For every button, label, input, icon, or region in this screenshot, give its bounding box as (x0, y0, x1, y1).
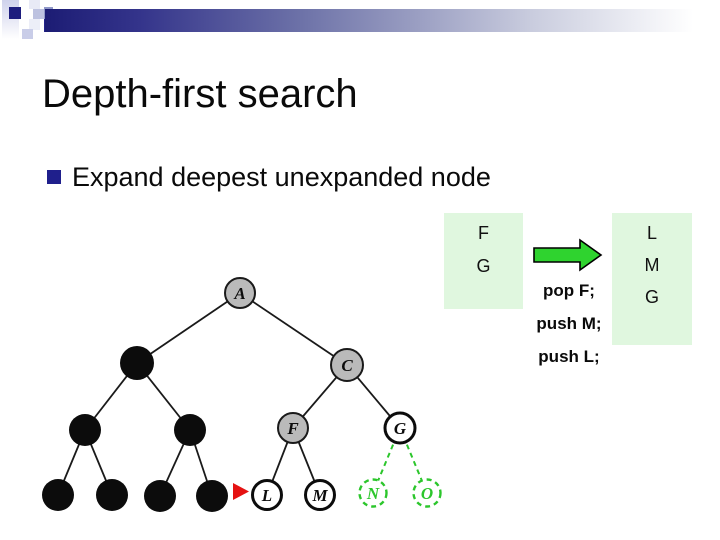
stack-operation: push L; (538, 347, 600, 366)
tree-node-label-F: F (286, 419, 299, 438)
stack-item: L (646, 223, 657, 243)
tree-node-black (69, 414, 101, 446)
tree-node-black (96, 479, 128, 511)
tree-node-label-G: G (394, 419, 407, 438)
stack-item: M (644, 255, 660, 275)
tree-node-label-C: C (341, 356, 353, 375)
stack-before: F G (444, 213, 523, 309)
tree-node-O (412, 478, 442, 508)
deco-square-navy (9, 7, 21, 19)
tree-node-C (330, 348, 364, 382)
tree-node-M (304, 479, 336, 511)
bullet-line: Expand deepest unexpanded node (47, 161, 491, 193)
current-node-marker-icon (233, 483, 249, 500)
search-tree-diagram: A C F G L M N O (42, 277, 442, 512)
bullet-text: Expand deepest unexpanded node (72, 162, 491, 192)
stack-item: G (476, 256, 491, 276)
deco-square (29, 0, 40, 9)
tree-node-black (174, 414, 206, 446)
page-title: Depth-first search (42, 72, 358, 116)
tree-node-black (120, 346, 154, 380)
tree-node-label-N: N (366, 484, 380, 503)
header-gradient-bar (45, 9, 720, 32)
tree-node-label-O: O (421, 484, 433, 503)
deco-square (29, 19, 40, 30)
stack-operations: pop F; push M; push L; (506, 274, 632, 373)
stack-operation: push M; (536, 314, 602, 333)
transition-right-arrow-icon (533, 238, 603, 272)
tree-node-A (224, 277, 256, 309)
deco-square (22, 29, 33, 39)
deco-strip (2, 0, 19, 39)
tree-node-F (277, 412, 309, 444)
tree-node-black (196, 480, 228, 512)
deco-square (33, 9, 44, 19)
stack-item: G (644, 287, 659, 307)
tree-edge (136, 292, 241, 364)
tree-node-label-L: L (261, 486, 272, 505)
tree-node-label-A: A (233, 284, 245, 303)
stack-item: F (478, 223, 489, 243)
tree-edge (239, 292, 348, 366)
tree-node-label-M: M (311, 486, 328, 505)
bullet-square-icon (47, 170, 61, 184)
tree-node-G (383, 411, 417, 445)
tree-node-N (358, 478, 388, 508)
stack-operation: pop F; (543, 281, 595, 300)
stack-after: L M G (612, 213, 692, 345)
tree-node-black (144, 480, 176, 512)
tree-node-L (251, 479, 283, 511)
tree-node-black (42, 479, 74, 511)
